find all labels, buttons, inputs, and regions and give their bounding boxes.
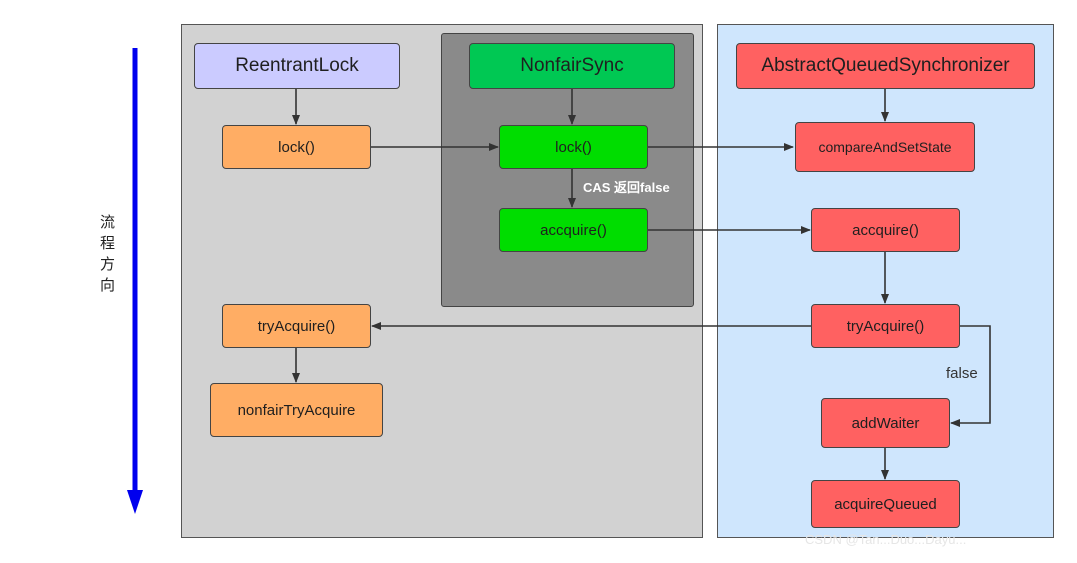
arrow-tryacquire-false-to-addwaiter — [950, 325, 991, 427]
nonfairtryacquire-node: nonfairTryAcquire — [210, 383, 383, 437]
addwaiter-node: addWaiter — [821, 398, 950, 448]
cas-false-label: CAS 返回false — [583, 180, 670, 195]
reentrantlock-lock-node: lock() — [222, 125, 371, 169]
false-label: false — [946, 365, 978, 382]
compareandsetstate-node: compareAndSetState — [795, 122, 975, 172]
nonfairsync-accquire-node: accquire() — [499, 208, 648, 252]
reentrantlock-tryacquire-node: tryAcquire() — [222, 304, 371, 348]
watermark: CSDN @Tan...Duo...Dayu... — [805, 532, 967, 547]
aqs-node: AbstractQueuedSynchronizer — [736, 43, 1035, 89]
aqs-accquire-node: accquire() — [811, 208, 960, 252]
acquirequeued-node: acquireQueued — [811, 480, 960, 528]
reentrantlock-node: ReentrantLock — [194, 43, 400, 89]
flow-direction-label: 流程方向 — [98, 214, 115, 298]
nonfairsync-node: NonfairSync — [469, 43, 675, 89]
aqs-tryacquire-node: tryAcquire() — [811, 304, 960, 348]
nonfairsync-lock-node: lock() — [499, 125, 648, 169]
